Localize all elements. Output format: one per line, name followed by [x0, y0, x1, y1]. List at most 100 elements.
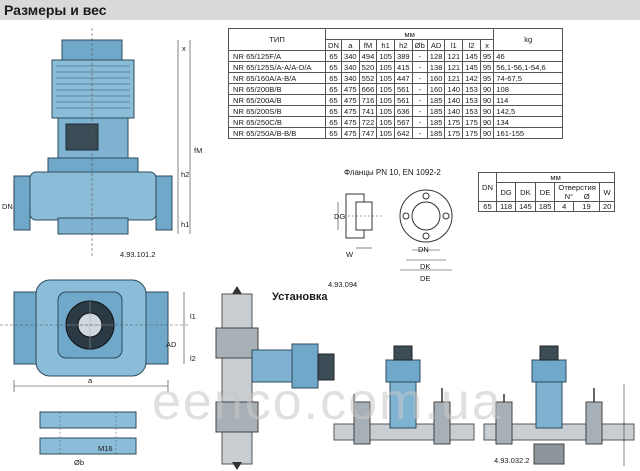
value-cell: 340 [340, 50, 360, 62]
col-header: AD [426, 39, 446, 51]
flange-dg-label: DG [334, 212, 346, 221]
value-cell: 160 [426, 72, 446, 84]
value-cell: 185 [426, 116, 446, 128]
flange-holes-header: Отверстия [558, 183, 596, 192]
value-cell: - [411, 105, 428, 117]
value-cell: 128 [426, 50, 446, 62]
installation-title: Установка [272, 291, 328, 303]
flange-w-label: W [346, 250, 354, 259]
value-cell: 415 [393, 61, 413, 73]
value-cell: 105 [376, 127, 395, 139]
model-cell: NR 65/200A/B [228, 94, 326, 106]
value-cell: 95 [479, 50, 495, 62]
value-cell: - [411, 116, 428, 128]
installation-code: 4.93.032.2 [494, 456, 530, 465]
model-cell: NR 65/125F/A [228, 50, 326, 62]
value-cell: 561 [393, 83, 413, 95]
value-cell: 65 [325, 50, 342, 62]
value-cell: 716 [358, 94, 378, 106]
value-cell: 142 [462, 72, 481, 84]
flange-cell: 118 [495, 201, 517, 212]
value-cell: 722 [358, 116, 378, 128]
flange-cell: 19 [573, 201, 600, 212]
value-cell: 153 [462, 105, 481, 117]
value-cell: 105 [376, 94, 395, 106]
value-cell: 95 [479, 72, 495, 84]
value-cell: 475 [340, 127, 360, 139]
value-cell: 475 [340, 116, 360, 128]
flange-cell: 4 [554, 201, 575, 212]
flange-col-header: DG [495, 182, 517, 202]
value-cell: 475 [340, 83, 360, 95]
mm-header: мм [324, 28, 495, 40]
value-cell: 121 [444, 61, 464, 73]
dim-l2-label: l2 [190, 354, 196, 363]
value-cell: 90 [479, 94, 495, 106]
value-cell: 105 [376, 116, 395, 128]
weight-cell: 46 [493, 50, 564, 62]
value-cell: 340 [340, 72, 360, 84]
model-cell: NR 65/200B/B [228, 83, 326, 95]
value-cell: 475 [340, 105, 360, 117]
dim-l1-label: l1 [190, 312, 196, 321]
dim-dn-label: DN [2, 202, 13, 211]
value-cell: 105 [376, 72, 395, 84]
value-cell: 145 [462, 50, 481, 62]
value-cell: 90 [479, 127, 495, 139]
kg-header: kg [493, 28, 564, 51]
value-cell: 747 [358, 127, 378, 139]
value-cell: 175 [462, 116, 481, 128]
value-cell: 95 [479, 61, 495, 73]
flange-holes-sub: N° Ø [558, 192, 595, 201]
flange-cell: 65 [478, 201, 497, 212]
dim-ob-label: Øb [74, 458, 85, 467]
flange-holes-n: N° [564, 192, 574, 201]
weight-cell: 74-67,5 [493, 72, 564, 84]
flange-dn-header: DN [478, 172, 497, 202]
flange-cell: 145 [515, 201, 536, 212]
value-cell: 185 [426, 105, 446, 117]
col-header: Øb [411, 39, 428, 51]
heading-text: Размеры и вес [4, 2, 107, 18]
col-header: fM [358, 39, 378, 51]
flange-dn-label: DN [418, 245, 429, 254]
value-cell: 138 [426, 61, 446, 73]
watermark-text: eenco.com.ua [152, 373, 503, 431]
value-cell: 140 [444, 94, 464, 106]
value-cell: 520 [358, 61, 378, 73]
value-cell: 65 [325, 61, 342, 73]
pump-side-view-drawing [13, 28, 191, 258]
value-cell: 153 [462, 94, 481, 106]
col-header: h1 [376, 39, 395, 51]
col-header: DN [325, 39, 342, 51]
dim-x-label: x [182, 44, 186, 53]
flange-cell: 20 [598, 201, 616, 212]
col-header: a [340, 39, 360, 51]
model-cell: NR 65/250C/B [228, 116, 326, 128]
flange-drawing [337, 189, 453, 271]
value-cell: 175 [462, 127, 481, 139]
flange-col-header: DK [515, 182, 536, 202]
value-cell: 552 [358, 72, 378, 84]
value-cell: - [411, 127, 428, 139]
dim-ad-label: AD [166, 340, 177, 349]
model-cell: NR 65/125S/A-A/A-D/A [228, 61, 326, 73]
weight-cell: 114 [493, 94, 564, 106]
value-cell: 65 [325, 127, 342, 139]
flange-cell: 185 [534, 201, 556, 212]
value-cell: 475 [340, 94, 360, 106]
flange-code: 4.93.094 [328, 280, 358, 289]
value-cell: 65 [325, 72, 342, 84]
value-cell: 65 [325, 105, 342, 117]
flange-holes-d: Ø [583, 192, 590, 201]
weight-cell: 161-155 [493, 127, 564, 139]
value-cell: - [411, 83, 428, 95]
